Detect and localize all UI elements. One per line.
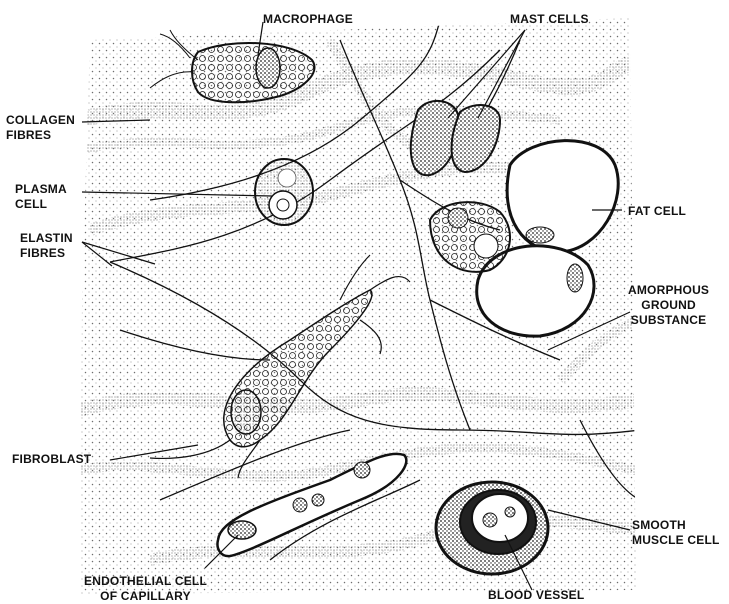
label-macrophage: MACROPHAGE [263,12,353,27]
label-blood-vessel: BLOOD VESSEL [488,588,584,603]
label-fibroblast: FIBROBLAST [12,452,91,467]
label-elastin-fibres: ELASTIN FIBRES [20,231,73,261]
label-mast-cells: MAST CELLS [510,12,589,27]
label-smooth-muscle-cell: SMOOTH MUSCLE CELL [632,518,720,548]
label-amorphous-ground-substance: AMORPHOUS GROUND SUBSTANCE [628,283,709,328]
label-plasma-cell: PLASMA CELL [15,182,67,212]
blood-vessel [436,482,548,574]
plasma-cell [255,159,313,225]
label-fat-cell: FAT CELL [628,204,686,219]
label-endothelial-cell-of-capillary: ENDOTHELIAL CELL OF CAPILLARY [84,574,207,604]
label-collagen-fibres: COLLAGEN FIBRES [6,113,75,143]
